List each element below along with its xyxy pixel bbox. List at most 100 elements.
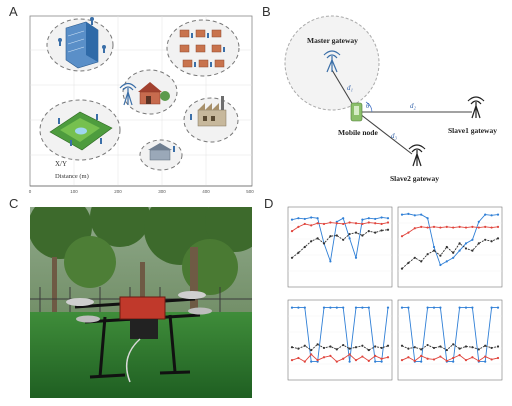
series-2-point	[354, 222, 358, 225]
series-1-point	[464, 242, 468, 245]
cluster-farm-house	[122, 69, 178, 115]
series-3-point	[445, 245, 448, 249]
series-2-point	[432, 358, 436, 361]
series-3-point	[361, 344, 364, 347]
series-1-point	[290, 306, 294, 309]
series-2-point	[290, 230, 294, 233]
series-3-point	[458, 242, 461, 245]
series-2-point	[297, 225, 300, 228]
series-2-point	[361, 355, 364, 358]
slave1-gateway-label: Slave1 gateway	[448, 126, 497, 135]
series-2-point	[490, 358, 493, 361]
series-3-point	[329, 345, 332, 348]
series-2-point	[420, 354, 423, 357]
series-1-point	[329, 306, 332, 309]
series-3-point	[432, 249, 436, 252]
series-1-point	[348, 360, 351, 363]
series-1-point	[439, 306, 442, 309]
series-3-point	[496, 345, 500, 348]
series-2-point	[386, 221, 390, 224]
series-2-point	[477, 226, 480, 229]
panel-a-tick-0: 0	[29, 189, 32, 194]
drone-cable	[125, 338, 141, 383]
series-3-point	[426, 253, 429, 256]
series-2-line	[291, 353, 389, 363]
series-2-point	[452, 226, 455, 229]
series-3-point	[316, 237, 319, 240]
series-3-point	[464, 247, 468, 250]
series-3-point	[322, 346, 326, 350]
series-3-point	[484, 238, 487, 241]
series-2-point	[354, 359, 358, 362]
series-1-point	[413, 214, 416, 217]
series-2-point	[407, 356, 410, 359]
series-3-point	[407, 347, 410, 350]
series-3-point	[490, 240, 493, 243]
series-3-point	[452, 343, 455, 346]
series-3-point	[464, 345, 468, 348]
series-3-point	[290, 346, 294, 349]
series-3-point	[413, 346, 416, 349]
series-3-point	[342, 238, 345, 241]
series-2-point	[471, 356, 474, 359]
series-2-point	[452, 356, 455, 360]
series-3-point	[452, 251, 455, 254]
series-1-point	[310, 216, 313, 219]
series-1-point	[432, 245, 436, 249]
series-1-point	[400, 213, 404, 216]
series-2-point	[322, 356, 326, 359]
series-2-point	[310, 353, 313, 356]
series-1-point	[310, 360, 313, 363]
series-1-point	[290, 218, 294, 221]
series-2-point	[464, 359, 468, 362]
series-1-point	[484, 360, 487, 363]
series-2-line	[401, 226, 499, 237]
distance-d1-label: d₁	[347, 84, 353, 92]
series-3-point	[374, 345, 377, 348]
series-1-point	[496, 306, 500, 309]
series-3-point	[329, 235, 332, 238]
series-1-point	[374, 217, 377, 221]
series-1-point	[426, 306, 429, 309]
series-1-point	[380, 360, 383, 363]
panel-c-photo	[30, 207, 252, 398]
chart-d-top-right	[397, 206, 503, 288]
series-1-point	[439, 263, 442, 267]
series-1-point	[367, 306, 370, 309]
series-2-point	[432, 225, 436, 228]
chart-frame	[397, 206, 503, 288]
series-2-point	[439, 226, 442, 229]
series-2-point	[484, 225, 487, 228]
chart-frame	[397, 299, 503, 381]
series-2-point	[316, 222, 319, 225]
series-2-point	[420, 225, 423, 228]
series-3-point	[471, 346, 474, 349]
series-1-point	[297, 306, 300, 309]
panel-c-letter: C	[9, 196, 19, 211]
series-1-point	[426, 217, 429, 220]
series-2-point	[361, 222, 364, 226]
series-1-point	[374, 360, 377, 363]
series-3-point	[477, 242, 480, 245]
series-2-point	[458, 354, 461, 357]
series-1-point	[464, 306, 468, 309]
series-3-point	[400, 267, 404, 270]
series-3-point	[310, 240, 313, 243]
series-2-point	[426, 226, 429, 229]
series-1-point	[490, 214, 493, 217]
series-2-line	[401, 354, 499, 362]
series-2-point	[290, 359, 294, 362]
series-2-point	[386, 356, 390, 359]
series-1-point	[445, 260, 448, 263]
chart-d-bottom-right	[397, 299, 503, 381]
series-1-point	[477, 220, 480, 223]
panel-a-xlabel: Distance (m)	[55, 173, 89, 180]
series-3-point	[297, 251, 300, 254]
cluster-office-building	[46, 17, 114, 72]
drone-photo-illustration	[30, 207, 252, 398]
series-2-point	[310, 224, 313, 227]
chart-d-top-left	[287, 206, 393, 288]
series-3-point	[380, 346, 383, 350]
